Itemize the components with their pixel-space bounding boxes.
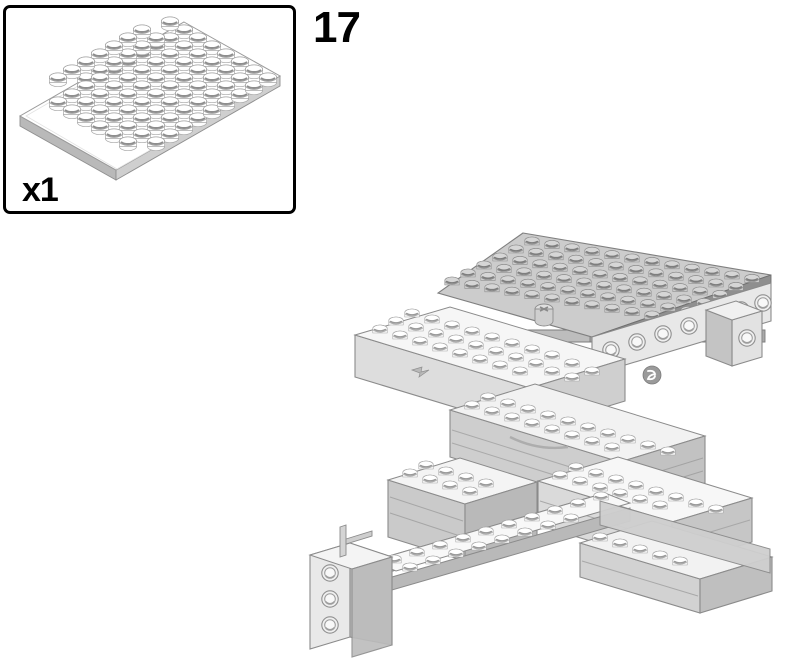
part-quantity-label: x1 bbox=[22, 171, 59, 209]
support-column-right bbox=[704, 300, 764, 367]
technic-brick-end-left bbox=[308, 524, 394, 658]
connecting-beam bbox=[599, 500, 771, 574]
part-image-plate-6x12 bbox=[18, 15, 282, 181]
end-brick-holes bbox=[321, 564, 339, 634]
parts-callout-box: x1 bbox=[3, 5, 296, 214]
step-number: 17 bbox=[313, 3, 361, 52]
upright-axle-left bbox=[339, 524, 373, 558]
model-assembly-illustration bbox=[300, 225, 802, 660]
logo-mark bbox=[642, 365, 662, 385]
